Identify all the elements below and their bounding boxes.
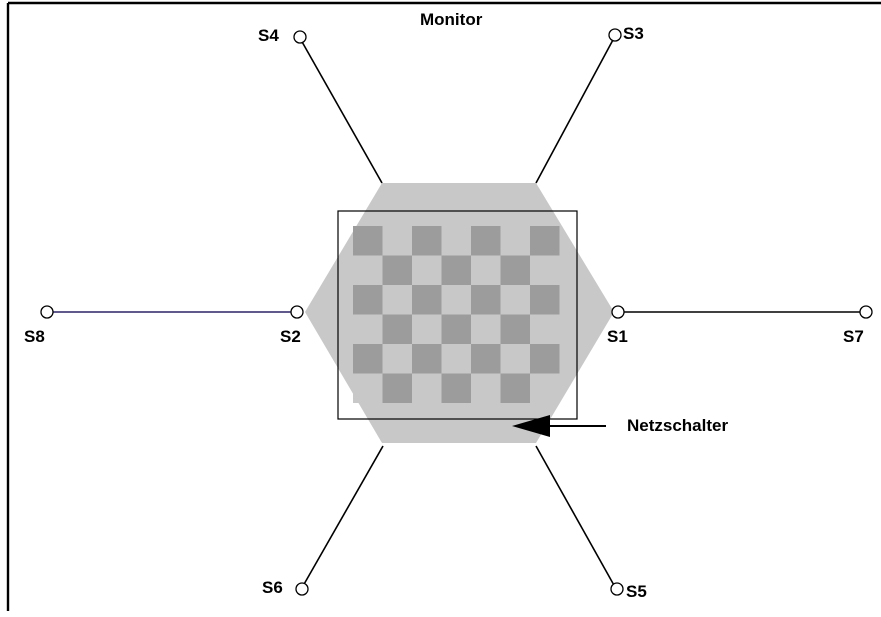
checker-cell bbox=[382, 255, 412, 285]
line-s3 bbox=[535, 37, 615, 184]
station-s3[interactable]: S3 bbox=[608, 24, 644, 43]
station-node-s3[interactable] bbox=[608, 28, 622, 42]
station-node-s4[interactable] bbox=[293, 30, 307, 44]
station-label-s4: S4 bbox=[258, 26, 279, 45]
checker-cell bbox=[441, 373, 471, 403]
checker-cell bbox=[500, 255, 530, 285]
station-label-s7: S7 bbox=[843, 327, 864, 346]
checker-cell bbox=[530, 285, 560, 315]
station-s8[interactable]: S8 bbox=[24, 305, 54, 346]
checker-cell bbox=[530, 255, 560, 285]
checker-cell bbox=[441, 226, 471, 256]
checker-cell bbox=[471, 255, 501, 285]
checker-cell bbox=[412, 314, 442, 344]
checker-cell bbox=[441, 255, 471, 285]
station-label-s5: S5 bbox=[626, 582, 647, 601]
diagram-title: Monitor bbox=[420, 10, 483, 29]
checker-cell bbox=[412, 255, 442, 285]
checker-cell bbox=[382, 344, 412, 374]
station-s6[interactable]: S6 bbox=[262, 578, 309, 597]
line-s6 bbox=[302, 445, 384, 587]
checker-cell bbox=[382, 285, 412, 315]
spoke-lines bbox=[47, 37, 866, 588]
station-s7[interactable]: S7 bbox=[843, 305, 873, 346]
station-node-s7[interactable] bbox=[859, 305, 873, 319]
station-s1[interactable]: S1 bbox=[607, 305, 628, 346]
checker-cell bbox=[500, 344, 530, 374]
checker-cell bbox=[530, 373, 560, 403]
checkerboard bbox=[353, 226, 560, 403]
checker-cell bbox=[353, 226, 383, 256]
station-node-s2[interactable] bbox=[290, 305, 304, 319]
power-switch-arrow bbox=[512, 415, 606, 437]
checker-cell bbox=[382, 226, 412, 256]
station-s4[interactable]: S4 bbox=[258, 26, 307, 45]
checker-cell bbox=[500, 373, 530, 403]
station-label-s1: S1 bbox=[607, 327, 628, 346]
checker-cell bbox=[500, 226, 530, 256]
station-node-s1[interactable] bbox=[611, 305, 625, 319]
power-switch-label: Netzschalter bbox=[627, 416, 728, 435]
checker-cell bbox=[441, 285, 471, 315]
station-label-s6: S6 bbox=[262, 578, 283, 597]
checker-cell bbox=[500, 314, 530, 344]
checker-cell bbox=[530, 314, 560, 344]
station-label-s2: S2 bbox=[280, 327, 301, 346]
station-label-s3: S3 bbox=[623, 24, 644, 43]
checker-cell bbox=[382, 314, 412, 344]
checker-cell bbox=[353, 344, 383, 374]
checker-cell bbox=[353, 314, 383, 344]
checker-cell bbox=[382, 373, 412, 403]
checker-cell bbox=[412, 285, 442, 315]
screen-frame bbox=[337, 210, 578, 420]
checker-cell bbox=[530, 344, 560, 374]
checker-cell bbox=[441, 344, 471, 374]
station-s2[interactable]: S2 bbox=[280, 305, 304, 346]
checker-cell bbox=[353, 373, 383, 403]
arrow-head bbox=[512, 415, 550, 437]
checker-cell bbox=[412, 344, 442, 374]
checker-cell bbox=[471, 226, 501, 256]
station-label-s8: S8 bbox=[24, 327, 45, 346]
checker-cell bbox=[353, 285, 383, 315]
checker-cell bbox=[412, 373, 442, 403]
line-s4 bbox=[300, 39, 383, 184]
station-node-s6[interactable] bbox=[295, 582, 309, 596]
station-s5[interactable]: S5 bbox=[610, 582, 647, 601]
checker-cell bbox=[500, 285, 530, 315]
checker-cell bbox=[441, 314, 471, 344]
checker-cell bbox=[353, 255, 383, 285]
station-node-s8[interactable] bbox=[40, 305, 54, 319]
checker-cell bbox=[530, 226, 560, 256]
checker-cell bbox=[471, 314, 501, 344]
checker-cell bbox=[471, 344, 501, 374]
checker-cell bbox=[471, 285, 501, 315]
checker-cell bbox=[471, 373, 501, 403]
station-node-s5[interactable] bbox=[610, 582, 624, 596]
checker-cell bbox=[412, 226, 442, 256]
line-s5 bbox=[535, 445, 616, 588]
